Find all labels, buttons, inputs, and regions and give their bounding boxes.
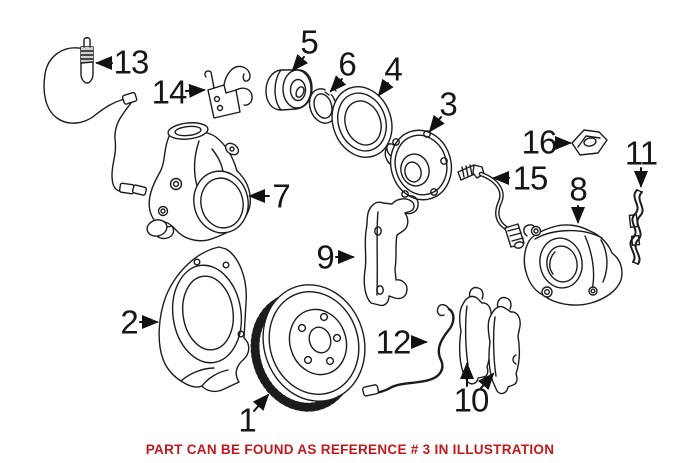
wheel-hub-drawing	[384, 129, 453, 201]
steering-knuckle-drawing	[146, 122, 252, 242]
callout-16-label: 16	[521, 123, 558, 161]
brake-pads-drawing	[458, 286, 521, 395]
wheel-bearing-drawing	[265, 69, 313, 111]
callout-3-label: 3	[439, 85, 457, 123]
callout-8-label: 8	[569, 170, 587, 208]
callout-9-label: 9	[316, 238, 334, 276]
anti-rattle-clip-drawing	[628, 189, 644, 265]
snap-ring-drawing	[308, 85, 338, 124]
callout-11-label: 11	[624, 134, 658, 172]
callout-12-label: 12	[375, 323, 412, 361]
retainer-bracket-drawing	[204, 65, 253, 119]
brake-hose-drawing	[457, 164, 525, 249]
callout-2-label: 2	[120, 303, 138, 341]
seal-ring-drawing	[331, 86, 393, 158]
callout-13-label: 13	[113, 43, 150, 81]
callout-10-label: 10	[453, 381, 490, 419]
callout-15-label: 15	[512, 159, 549, 197]
callout-1-label: 1	[238, 401, 256, 439]
caliper-carrier-drawing	[363, 195, 419, 307]
splash-shield-drawing	[158, 246, 250, 393]
callout-5-label: 5	[300, 23, 318, 61]
abs-sensor-cable-drawing	[43, 37, 148, 196]
retaining-clip-drawing	[571, 129, 608, 156]
callout-arrows	[95, 54, 648, 412]
brake-disc-drawing	[250, 284, 366, 412]
brake-caliper-drawing	[523, 224, 623, 306]
callout-14-label: 14	[151, 73, 188, 111]
reference-note: PART CAN BE FOUND AS REFERENCE # 3 IN IL…	[145, 442, 555, 457]
pad-wear-sensor-drawing	[362, 304, 455, 397]
callout-6-label: 6	[338, 45, 356, 83]
callout-4-label: 4	[384, 50, 402, 88]
callout-7-label: 7	[272, 177, 290, 215]
